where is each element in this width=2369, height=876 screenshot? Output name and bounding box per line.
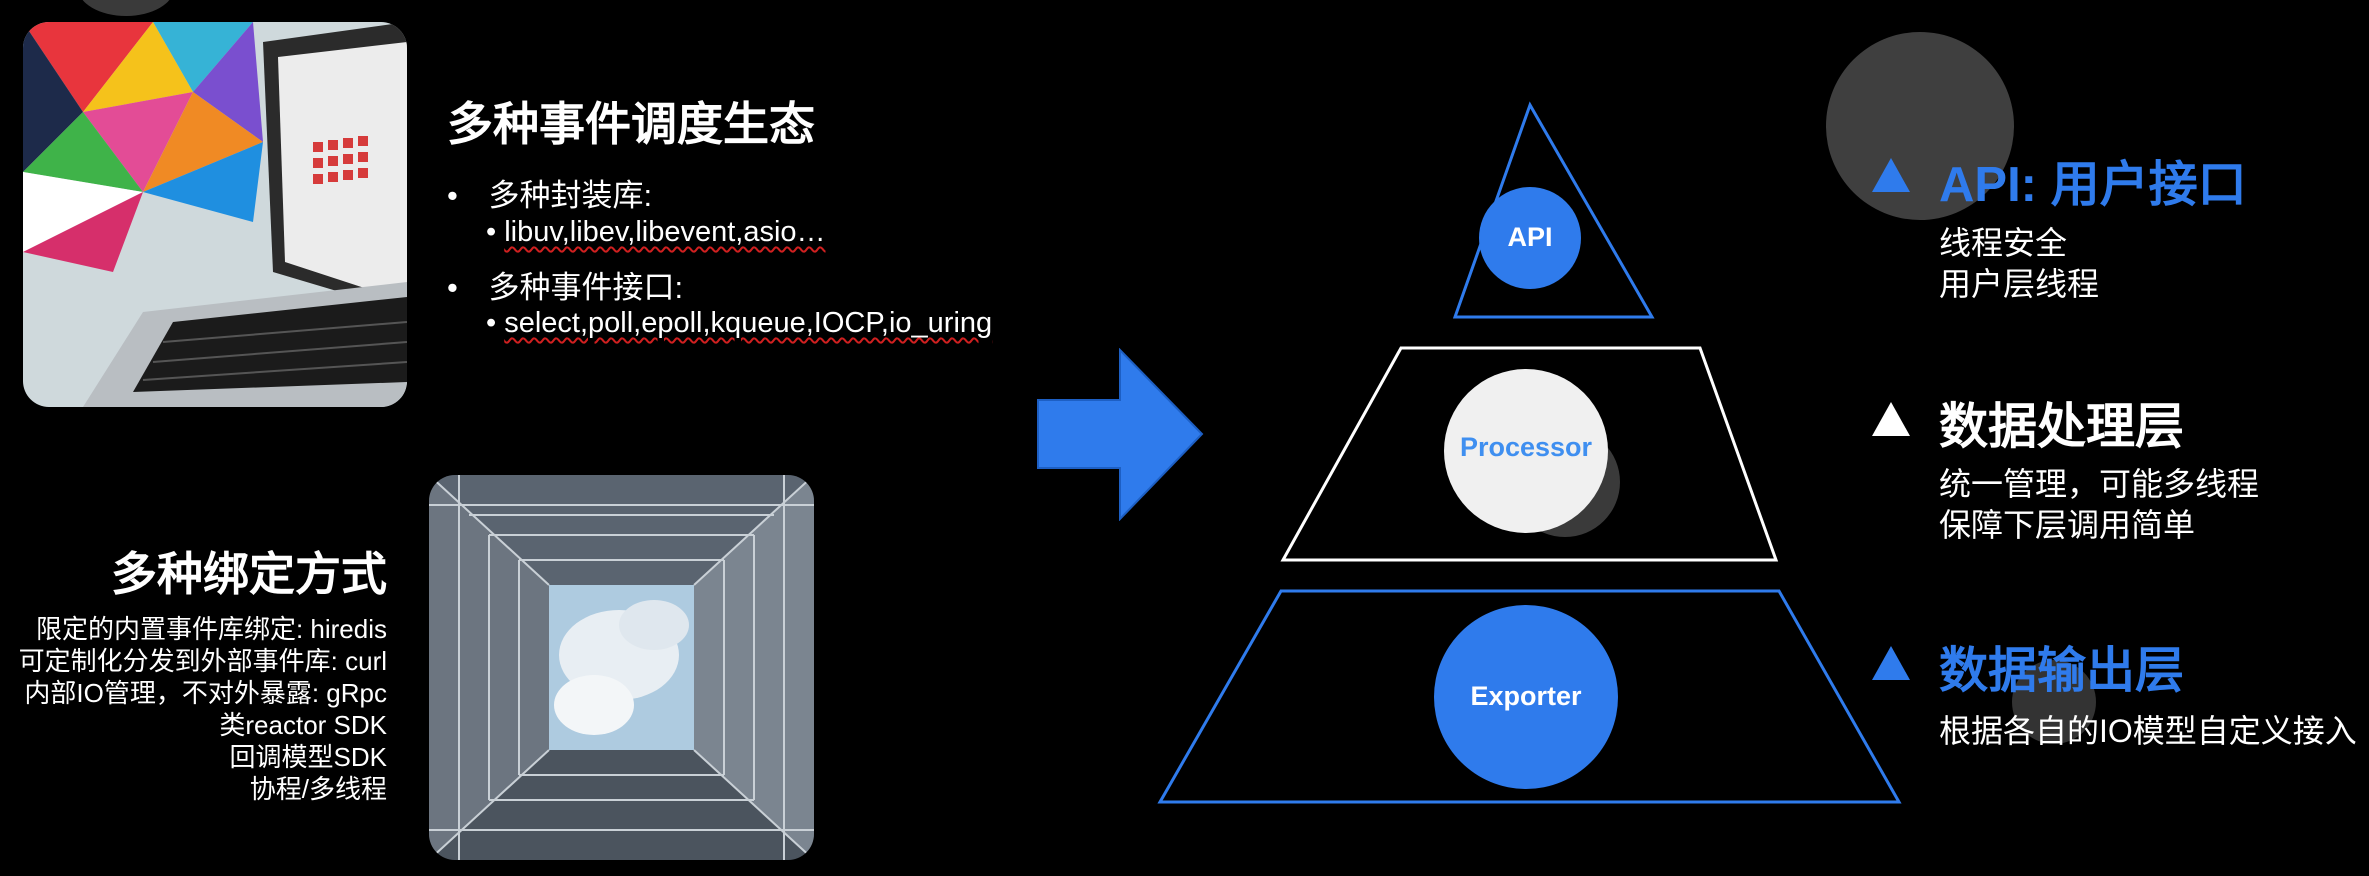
layer-desc-line: 统一管理，可能多线程 [1939, 466, 2260, 502]
layer-title-processor: 数据处理层 [1939, 400, 2185, 454]
triangle-bullet-icon [1872, 646, 1910, 680]
top-section-title: 多种事件调度生态 [447, 98, 815, 150]
arrow-right-icon [1037, 348, 1204, 521]
layer-desc: 线程安全 用户层线程 [1939, 223, 2099, 305]
decorative-circle [1826, 32, 2014, 220]
layer-title-exporter: 数据输出层 [1939, 644, 2185, 698]
bullet-dot: • [447, 178, 458, 213]
pyramid-diagram [1157, 101, 1902, 804]
bullet-label: 多种事件接口: [488, 270, 684, 305]
laptop-photo [23, 22, 407, 407]
layer-desc-line: 用户层线程 [1939, 266, 2100, 302]
binding-section-title: 多种绑定方式 [111, 548, 387, 600]
binding-item: 回调模型SDK [229, 742, 387, 772]
building-photo [429, 475, 814, 860]
bullet-dot: • [447, 270, 458, 305]
layer-desc-line: 根据各自的IO模型自定义接入 [1939, 713, 2357, 749]
binding-list: 限定的内置事件库绑定: hiredis 可定制化分发到外部事件库: curl 内… [19, 613, 387, 805]
binding-item: 协程/多线程 [249, 774, 387, 804]
sub-bullet-item: • select,poll,epoll,kqueue,IOCP,io_uring [486, 307, 992, 340]
sub-bullet-dot: • [486, 307, 497, 339]
binding-item: 可定制化分发到外部事件库: curl [18, 646, 387, 676]
api-circle [1479, 187, 1581, 289]
decorative-circle [78, 0, 174, 16]
sub-bullet-text: libuv,libev,libevent,asio… [504, 216, 826, 248]
layer-desc: 根据各自的IO模型自定义接入 [1939, 711, 2357, 752]
sub-bullet-item: • libuv,libev,libevent,asio… [486, 216, 826, 249]
triangle-bullet-icon [1872, 158, 1910, 192]
processor-circle [1444, 369, 1608, 533]
layer-title-api: API: 用户接口 [1939, 158, 2247, 212]
binding-item: 限定的内置事件库绑定: hiredis [35, 614, 387, 644]
triangle-bullet-icon [1872, 402, 1910, 436]
exporter-label: Exporter [1470, 681, 1582, 711]
processor-label: Processor [1459, 432, 1593, 462]
bullet-label: 多种封装库: [488, 178, 653, 213]
layer-desc-line: 线程安全 [1939, 225, 2068, 261]
layer-desc: 统一管理，可能多线程 保障下层调用简单 [1939, 464, 2259, 546]
layer-desc-line: 保障下层调用简单 [1939, 507, 2196, 543]
binding-item: 内部IO管理，不对外暴露: gRpc [24, 678, 387, 708]
api-label: API [1507, 222, 1553, 252]
bullet-item: • 多种事件接口: [447, 262, 683, 307]
bullet-item: • 多种封装库: [447, 170, 652, 215]
sub-bullet-text: select,poll,epoll,kqueue,IOCP,io_uring [504, 307, 993, 339]
decorative-circle [2012, 660, 2096, 744]
binding-item: 类reactor SDK [219, 710, 387, 740]
sub-bullet-dot: • [486, 216, 497, 248]
exporter-circle [1434, 605, 1618, 789]
